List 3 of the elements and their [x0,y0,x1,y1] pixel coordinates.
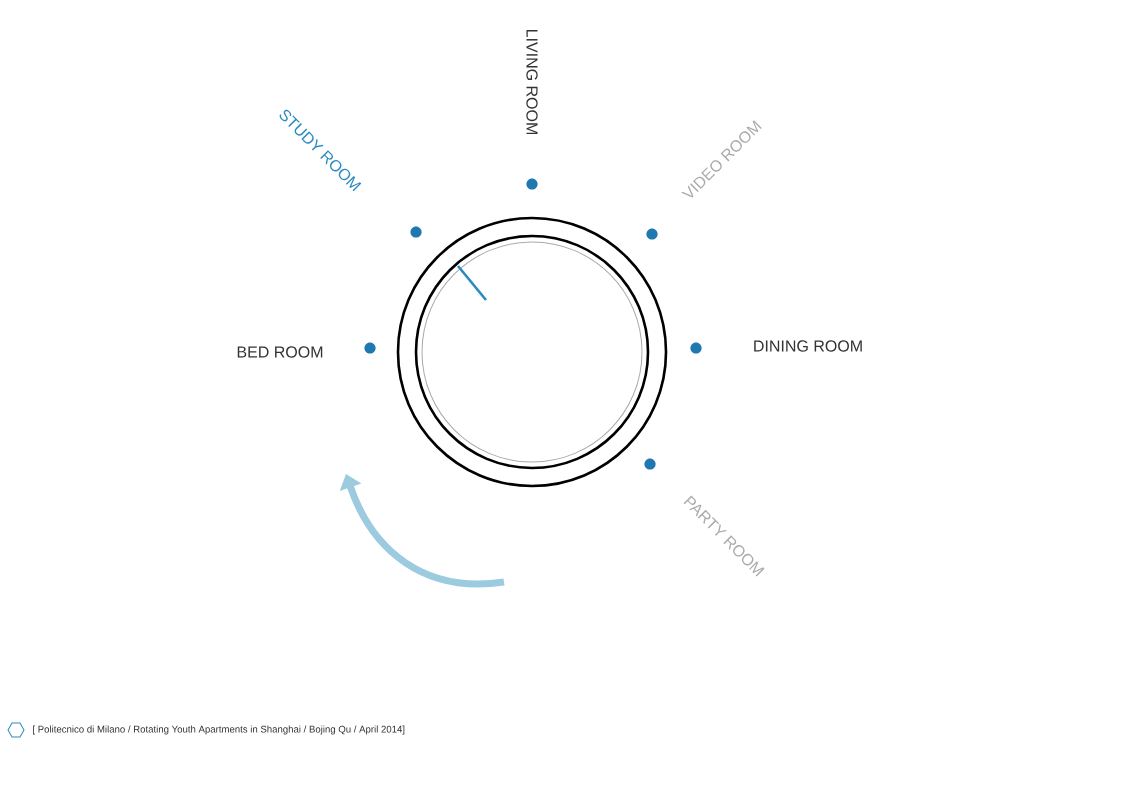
room-label: DINING ROOM [754,340,862,352]
room-label: LIVING ROOM [526,30,538,134]
room-label: BED ROOM [237,346,323,358]
